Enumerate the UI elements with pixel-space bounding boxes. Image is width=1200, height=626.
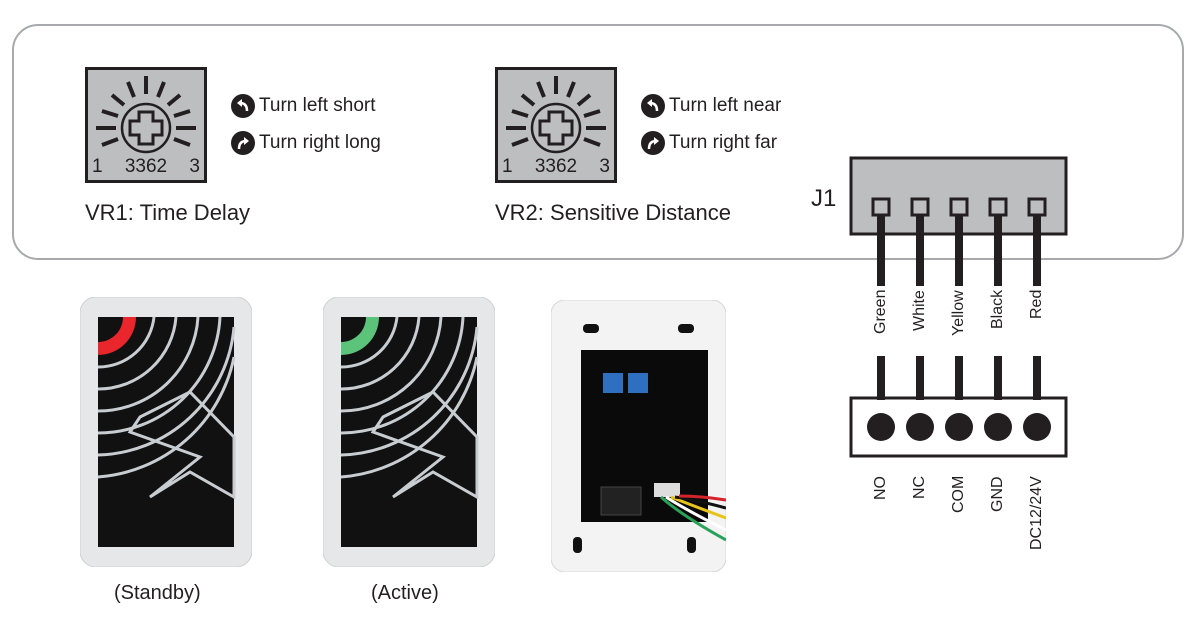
pot-model: 3362 [124, 156, 168, 177]
terminal-label: DC12/24V [1028, 476, 1045, 550]
vr2-label: VR2: Sensitive Distance [495, 200, 731, 225]
vr2-turn-left-text: Turn left near [669, 95, 782, 116]
terminal-screw [1023, 413, 1051, 441]
j1-pin [1027, 197, 1047, 217]
vr1-turn-left: Turn left short [231, 94, 376, 118]
wire-lead [955, 216, 963, 286]
rotate-left-icon [641, 94, 665, 118]
wire-label: Black [989, 289, 1006, 329]
active-caption: (Active) [371, 582, 439, 604]
terminal-screw [984, 413, 1012, 441]
wire-lead [1033, 216, 1041, 286]
terminal-lead [955, 356, 963, 400]
pot-pin-1: 1 [502, 156, 513, 177]
j1-label: J1 [811, 185, 837, 212]
wire-lead [877, 216, 885, 286]
rotate-left-icon [231, 94, 255, 118]
vr1-label: VR1: Time Delay [85, 200, 251, 225]
terminal-screw [945, 413, 973, 441]
device-standby-image [80, 297, 252, 567]
vr1-trimmer-icon [603, 373, 623, 393]
vr2-potentiometer-icon: 1 3362 3 [495, 67, 617, 183]
j1-pin [871, 197, 891, 217]
active-led-ring [341, 317, 379, 355]
terminal-lead [916, 356, 924, 400]
vr2-trimmer-icon [628, 373, 648, 393]
standby-caption: (Standby) [114, 582, 201, 604]
pot-model: 3362 [534, 156, 578, 177]
vr1-potentiometer-icon: 1 3362 3 [85, 67, 207, 183]
j1-pin [910, 197, 930, 217]
wire-lead [994, 216, 1002, 286]
rotate-right-icon [641, 131, 665, 155]
pot-pin-1: 1 [92, 156, 103, 177]
standby-led-ring [98, 317, 136, 355]
vr2-turn-right: Turn right far [641, 131, 777, 155]
device-active-image [323, 297, 495, 567]
vr2-turn-right-text: Turn right far [669, 132, 778, 153]
terminal-lead [1033, 356, 1041, 400]
vr1-turn-left-text: Turn left short [259, 95, 376, 116]
wire-label: White [911, 290, 928, 331]
terminal-lead [877, 356, 885, 400]
terminal-label: NO [872, 476, 889, 500]
wire-label: Yellow [950, 290, 967, 336]
vr1-turn-right-text: Turn right long [259, 132, 381, 153]
rotate-right-icon [231, 131, 255, 155]
wire-label: Red [1028, 289, 1045, 319]
vr2-turn-left: Turn left near [641, 94, 781, 118]
j1-pin [988, 197, 1008, 217]
j1-pin [949, 197, 969, 217]
terminal-label: GND [989, 476, 1006, 512]
terminal-label: NC [911, 475, 928, 499]
terminal-screw [906, 413, 934, 441]
pot-pin-3: 3 [599, 156, 610, 177]
wire-label: Green [872, 289, 889, 334]
vr1-turn-right: Turn right long [231, 131, 381, 155]
device-back-image [551, 300, 726, 572]
terminal-lead [994, 356, 1002, 400]
pot-pin-3: 3 [189, 156, 200, 177]
terminal-label: COM [950, 475, 967, 513]
wire-lead [916, 216, 924, 286]
terminal-screw [867, 413, 895, 441]
